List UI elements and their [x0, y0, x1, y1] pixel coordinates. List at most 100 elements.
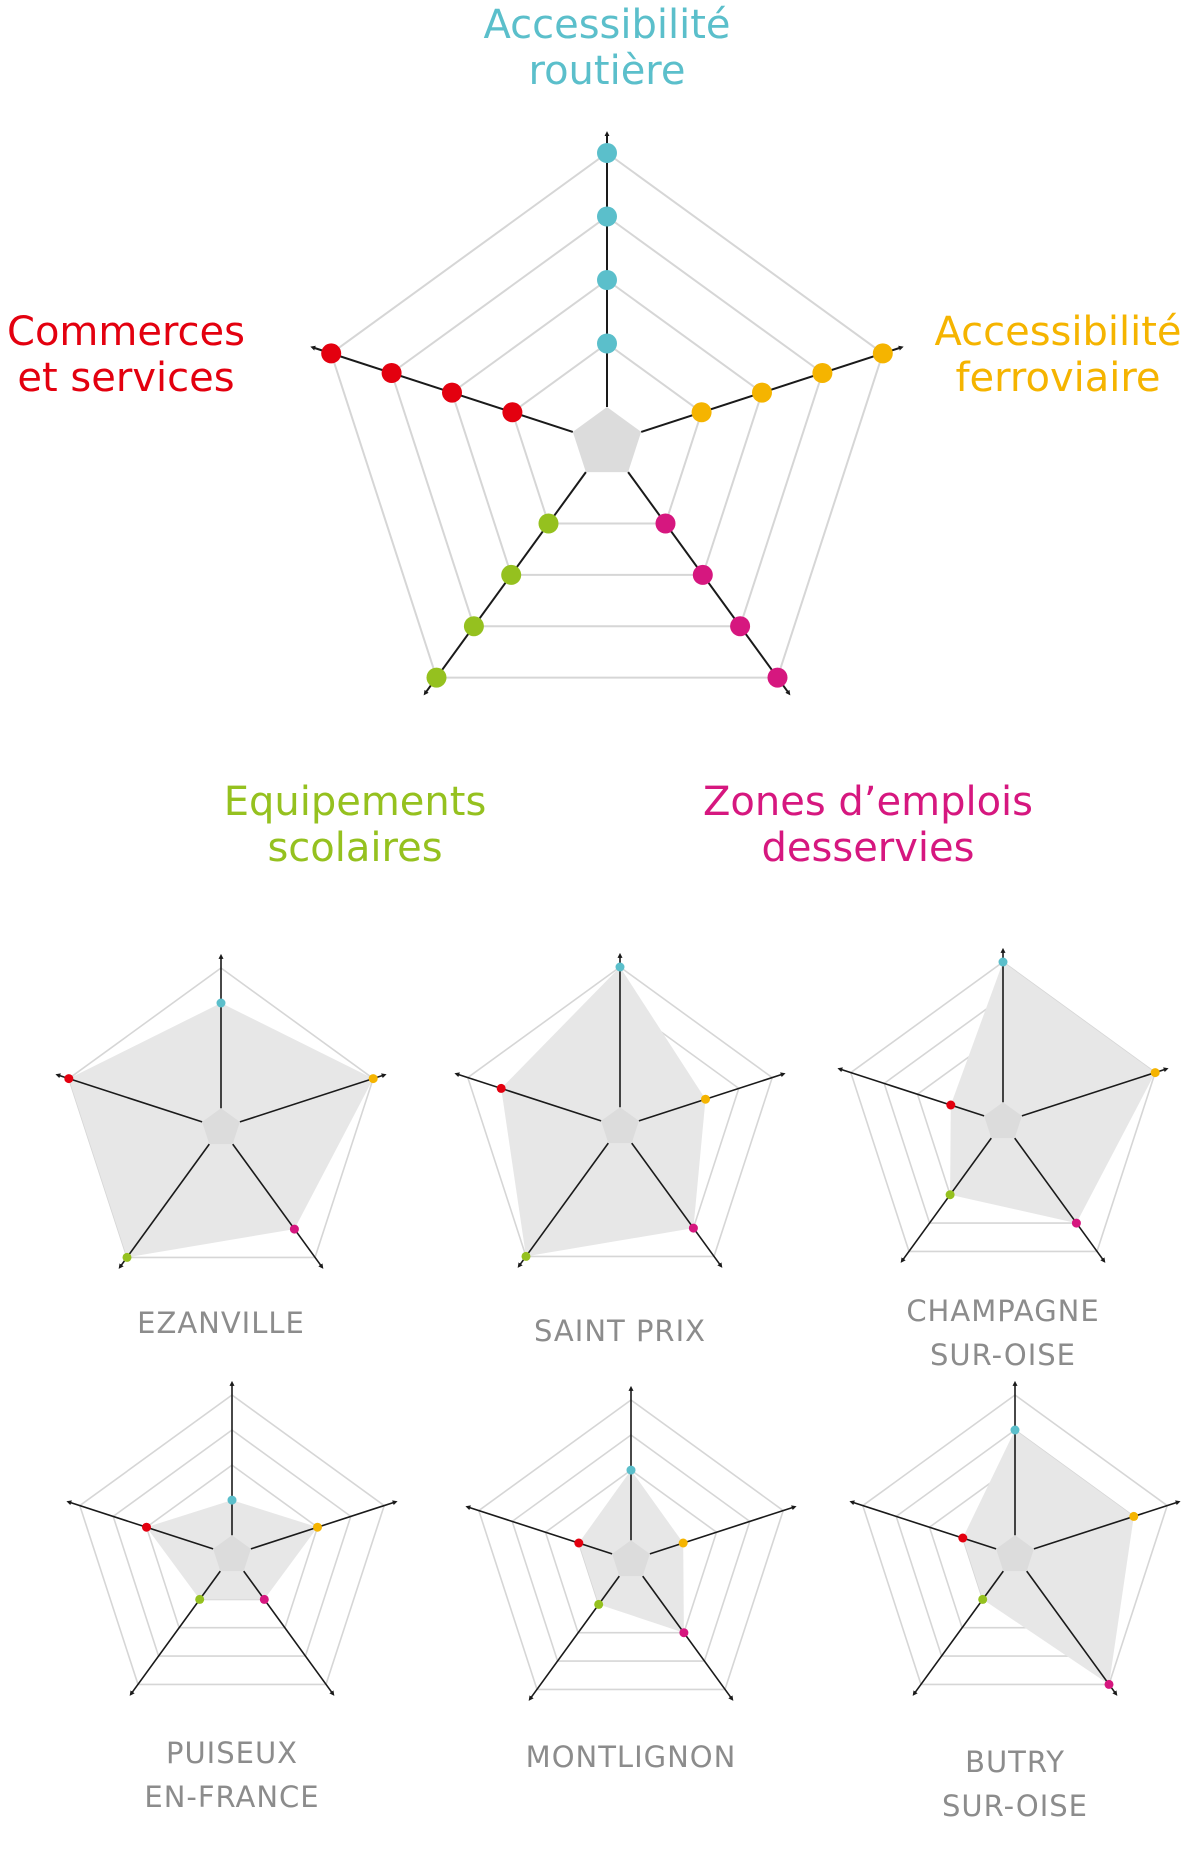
town-name-line: SUR-OISE [930, 1338, 1076, 1372]
legend-chart-axis-3-level-2-dot [692, 564, 713, 585]
town-chart-5-point-5 [574, 1538, 584, 1548]
town-chart-2-axis-3 [631, 1142, 723, 1268]
town-chart-4-grid-level-3 [112, 1429, 352, 1657]
legend-chart-axis-1-level-3-dot [597, 206, 617, 227]
town-chart-4-axis-2 [250, 1500, 398, 1550]
legend-chart-axis-5-level-4-dot [321, 343, 342, 364]
town-chart-2-point-3 [688, 1223, 698, 1233]
town-chart-1-point-2 [368, 1074, 378, 1084]
town-chart-3-axis-2 [1021, 1067, 1169, 1117]
town-name-label: SAINT PRIX [534, 1314, 706, 1348]
town-chart-2-point-1 [615, 962, 625, 972]
town-chart-butry-sur-oise: BUTRY SUR-OISE [849, 1380, 1181, 1823]
town-name-label: MONTLIGNON [526, 1740, 737, 1774]
town-name-label: BUTRY SUR-OISE [942, 1745, 1088, 1823]
town-chart-6-point-5 [958, 1533, 968, 1543]
town-chart-2-value-area [501, 967, 706, 1257]
legend-chart-grid-level-4 [330, 151, 884, 679]
town-radar-charts: EZANVILLE SAINT PRIX CHAMPAGNE SUR-OISE PUIS… [55, 947, 1181, 1823]
town-chart-1-axis-2 [239, 1073, 387, 1123]
town-name-line: MONTLIGNON [526, 1740, 737, 1774]
town-name-line: EZANVILLE [137, 1306, 305, 1340]
town-chart-2-point-5 [496, 1083, 506, 1093]
town-chart-3-point-4 [945, 1190, 955, 1200]
town-chart-champagne-sur-oise: CHAMPAGNE SUR-OISE [837, 947, 1169, 1372]
town-chart-4-point-1 [227, 1495, 237, 1505]
town-chart-3-point-5 [946, 1100, 956, 1110]
town-chart-5-point-3 [679, 1628, 689, 1638]
town-chart-6-point-2 [1129, 1511, 1139, 1521]
axis-label-line: Zones d’emplois [703, 779, 1033, 825]
town-chart-5-axis-5 [465, 1505, 613, 1555]
town-chart-4-axis-3 [243, 1570, 335, 1696]
town-chart-6-center-pentagon [996, 1535, 1034, 1572]
legend-chart-axis-1-level-1-dot [597, 333, 617, 354]
legend-chart-axis-2-level-1-dot [691, 402, 712, 423]
town-chart-5-grid-level-3 [511, 1434, 751, 1662]
town-name-label: EZANVILLE [137, 1306, 305, 1340]
town-chart-6-axis-3 [1026, 1570, 1118, 1696]
legend-chart-axis-3-level-1-dot [655, 513, 676, 534]
town-chart-4-point-4 [195, 1594, 205, 1604]
town-name-line: BUTRY [965, 1745, 1065, 1779]
town-chart-4-grid-level-2 [145, 1464, 319, 1629]
axis-label-line: scolaires [267, 825, 442, 871]
legend-chart-axis-2-level-3-dot [812, 363, 833, 383]
town-chart-1-center-pentagon [202, 1108, 240, 1145]
legend-chart-axis-3-level-4-dot [767, 667, 788, 688]
town-chart-1-axis-3 [232, 1143, 324, 1269]
town-chart-montlignon: MONTLIGNON [465, 1385, 797, 1774]
town-chart-5-point-1 [626, 1465, 636, 1475]
legend-chart-axis-4-level-1-dot [538, 513, 559, 534]
town-name-line: EN-FRANCE [144, 1780, 319, 1814]
legend-chart-axis-2-level-2-dot [752, 382, 772, 403]
town-chart-2-center-pentagon [601, 1107, 639, 1144]
legend-chart-axis-4-level-3-dot [463, 616, 484, 637]
town-chart-5-axis-3 [642, 1575, 734, 1701]
legend-chart-axis-3-level-3-dot [730, 616, 751, 637]
town-chart-3-axis-4 [900, 1137, 992, 1263]
town-chart-4-center-pentagon [213, 1535, 251, 1572]
town-chart-3-axis-5 [837, 1067, 985, 1117]
town-chart-4-point-3 [259, 1594, 269, 1604]
town-chart-1-axis-4 [118, 1143, 210, 1269]
town-chart-5-axis-2 [649, 1505, 797, 1555]
legend-chart-grid-level-2 [450, 278, 764, 576]
town-chart-3-point-2 [1150, 1068, 1160, 1078]
town-name-label: CHAMPAGNE SUR-OISE [906, 1294, 1099, 1372]
town-chart-1-point-4 [122, 1252, 132, 1262]
town-chart-6-point-3 [1104, 1679, 1114, 1689]
town-chart-3-point-1 [998, 957, 1008, 967]
town-chart-6-axis-5 [849, 1500, 997, 1550]
axis-label-line: Equipements [224, 779, 487, 825]
town-chart-5-point-4 [594, 1599, 604, 1609]
town-name-line: SUR-OISE [942, 1789, 1088, 1823]
town-chart-4-grid-level-4 [78, 1394, 386, 1686]
town-chart-3-point-3 [1071, 1218, 1081, 1228]
town-chart-5-grid-level-2 [544, 1469, 718, 1634]
town-chart-2-axis-4 [517, 1142, 609, 1268]
town-chart-6-axis-2 [1033, 1500, 1181, 1550]
town-name-line: SAINT PRIX [534, 1314, 706, 1348]
town-chart-2-axis-2 [638, 1072, 786, 1122]
town-chart-3-axis-3 [1014, 1137, 1106, 1263]
axis-label-line: Accessibilité [483, 2, 730, 48]
legend-chart-axis-1-level-2-dot [597, 270, 617, 290]
legend-chart-axis-5-level-3-dot [381, 363, 402, 383]
legend-chart-axis-5-level-1-dot [502, 402, 523, 423]
town-name-line: CHAMPAGNE [906, 1294, 1099, 1328]
legend-chart-axis-2-level-4-dot [872, 343, 893, 364]
legend-chart-axis-4-level-2-dot [501, 564, 522, 585]
town-chart-6-point-1 [1010, 1425, 1020, 1435]
legend-chart-grid-level-3 [390, 215, 824, 628]
axis-label-line: et services [17, 355, 234, 401]
town-chart-ezanville: EZANVILLE [55, 953, 387, 1340]
town-chart-5-center-pentagon [612, 1540, 650, 1577]
